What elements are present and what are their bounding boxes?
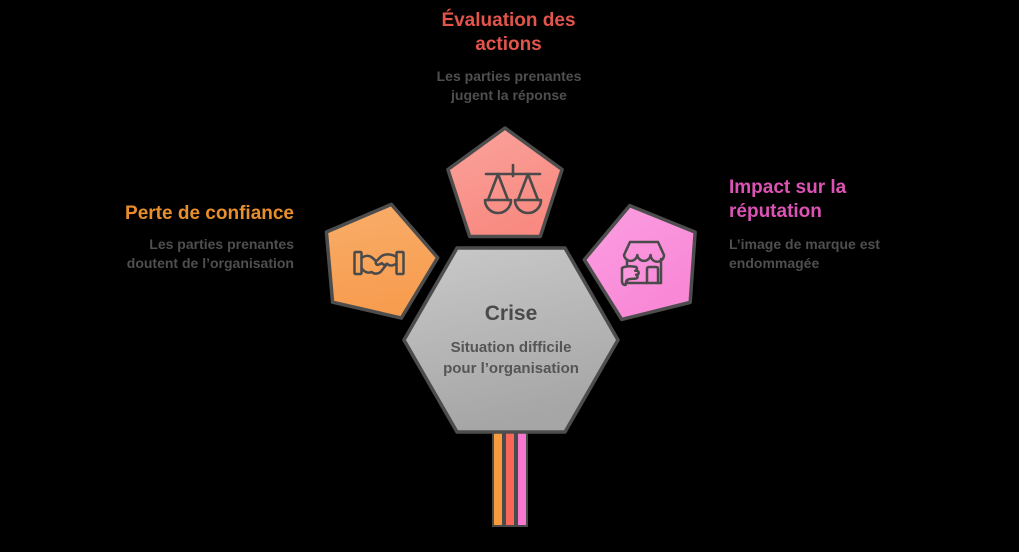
scales-icon <box>483 163 543 215</box>
center-subtitle: Situation difficile pour l’organisation <box>443 339 579 377</box>
right-node-subtitle: L’image de marque est endommagée <box>729 236 880 271</box>
thumbs-down-icon <box>620 265 640 287</box>
pentagon-impact <box>582 203 697 322</box>
handshake-icon <box>353 250 405 276</box>
pentagon-perte <box>324 202 440 320</box>
stripe-pink <box>516 428 528 527</box>
top-node-title: Évaluation des actions <box>441 10 576 55</box>
top-node-subtitle: Les parties prenantes jugent la réponse <box>436 68 582 103</box>
left-node-title: Perte de confiance <box>125 203 294 224</box>
center-title: Crise <box>484 302 538 325</box>
stripe-orange <box>492 428 504 527</box>
left-node-subtitle: Les parties prenantes doutent de l’organ… <box>126 236 294 271</box>
storefront-icon <box>620 240 666 287</box>
right-node-title: Impact sur la réputation <box>729 177 847 222</box>
crisis-stripes <box>492 428 528 527</box>
pentagon-evaluation <box>446 126 564 239</box>
stripe-red <box>504 428 516 527</box>
hexagon-crise <box>402 246 620 434</box>
